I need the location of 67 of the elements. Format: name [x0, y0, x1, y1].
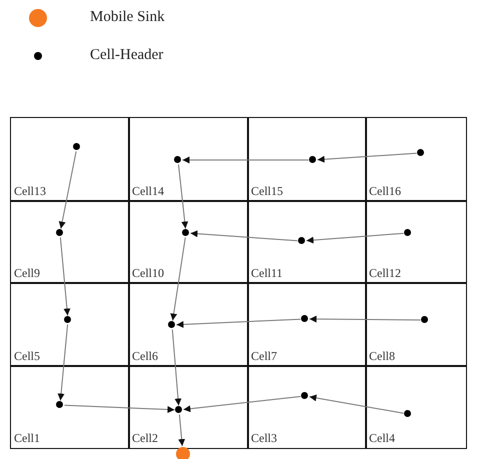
- cell-label: Cell3: [251, 432, 277, 444]
- arrow: [306, 232, 404, 244]
- cell-label: Cell15: [251, 184, 283, 196]
- cell-label: Cell8: [369, 350, 395, 362]
- cell-header-dot: [298, 237, 305, 244]
- grid-cell: [247, 282, 366, 366]
- cell-header-dot: [168, 321, 175, 328]
- cell-header-dot: [56, 229, 63, 236]
- cell-header-dot: [73, 143, 80, 150]
- cell-header-dot: [64, 316, 71, 323]
- grid-cell: [128, 365, 248, 448]
- grid-cell: [365, 117, 466, 202]
- cell-header-dot: [174, 156, 181, 163]
- grid-cell: [247, 200, 366, 284]
- cell-label: Cell6: [132, 350, 158, 362]
- grid-cell: [365, 365, 466, 448]
- grid-cell: [128, 282, 248, 366]
- cell-label: Cell14: [132, 184, 164, 196]
- grid-cell: [10, 200, 130, 284]
- cell-label: Cell2: [132, 432, 158, 444]
- arrow: [178, 164, 188, 230]
- cell-label: Cell11: [251, 266, 283, 278]
- cell-header-dot: [421, 316, 428, 323]
- cell-header-dot: [404, 410, 411, 417]
- cell-label: Cell13: [14, 184, 46, 196]
- arrow: [60, 236, 70, 316]
- mobile-sink-dot: [176, 447, 190, 459]
- arrow: [182, 396, 302, 412]
- cell-header-dot: [56, 401, 63, 408]
- cell-label: Cell16: [369, 184, 401, 196]
- grid-cell: [10, 117, 130, 202]
- cell-header-dot: [301, 315, 308, 322]
- grid-cell: [365, 200, 466, 284]
- cell-header-dot: [182, 229, 189, 236]
- grid-cell: [128, 117, 248, 202]
- arrow: [170, 236, 186, 322]
- arrow: [178, 414, 186, 447]
- cell-label: Cell4: [369, 432, 395, 444]
- grid-cell: [247, 365, 366, 448]
- arrow: [182, 156, 309, 164]
- cell-header-dot: [175, 406, 182, 413]
- cell-header-dot: [404, 229, 411, 236]
- cell-label: Cell10: [132, 266, 164, 278]
- arrow: [176, 318, 301, 328]
- cell-label: Cell7: [251, 350, 277, 362]
- cell-header-dot: [309, 156, 316, 163]
- cell-label: Cell5: [14, 350, 40, 362]
- cell-label: Cell12: [369, 266, 401, 278]
- grid-cell: [10, 365, 130, 448]
- grid-cell: [247, 117, 366, 202]
- arrow: [317, 152, 417, 163]
- arrow: [190, 230, 298, 242]
- cell-label: Cell9: [14, 266, 40, 278]
- legend-label: Cell-Header: [90, 48, 164, 63]
- arrow: [309, 316, 421, 323]
- arrow: [64, 404, 175, 414]
- grid-cell: [365, 282, 466, 366]
- arrow: [172, 328, 182, 406]
- arrow: [58, 150, 77, 230]
- arrow: [308, 394, 404, 414]
- grid-cell: [128, 200, 248, 284]
- cell-label: Cell1: [14, 432, 40, 444]
- cell-header-dot: [417, 149, 424, 156]
- cell-header-dot: [301, 392, 308, 399]
- arrow: [58, 324, 68, 402]
- grid-cell: [10, 282, 130, 366]
- legend-label: Mobile Sink: [90, 10, 165, 25]
